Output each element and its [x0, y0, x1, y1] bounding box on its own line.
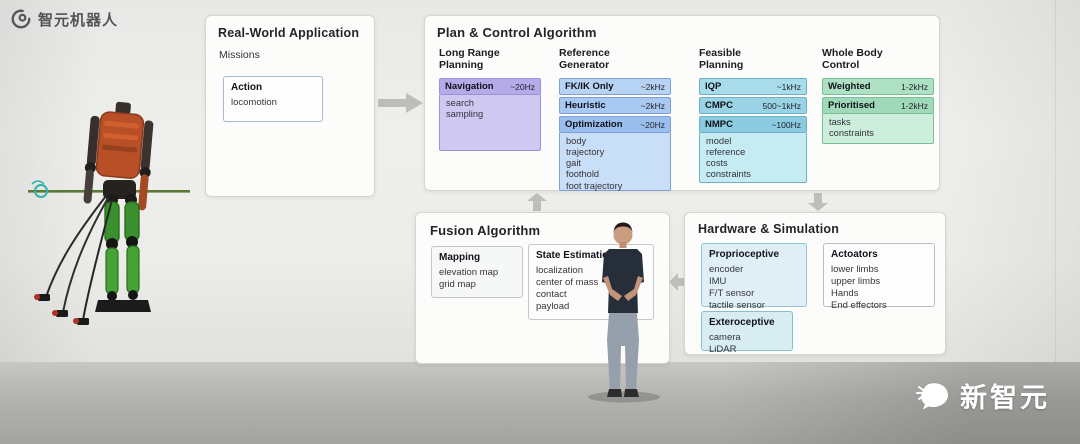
- block-heuristic: Heuristic ~2kHz: [559, 97, 671, 114]
- list-item: upper limbs: [831, 275, 881, 287]
- block-name: Navigation: [445, 81, 494, 92]
- arrow-plan-to-hardware: [808, 193, 828, 211]
- list-item: lower limbs: [831, 263, 879, 275]
- nmpc-items: model reference costs constraints: [699, 133, 807, 183]
- list-item: foot trajectory: [566, 180, 623, 191]
- stage-floor: [0, 362, 1080, 444]
- action-box: Action locomotion: [223, 76, 323, 122]
- arrow-hardware-to-fusion: [669, 273, 685, 291]
- list-item: Hands: [831, 288, 859, 300]
- block-rate: 1-2kHz: [901, 100, 928, 111]
- arrow-fusion-to-plan: [527, 193, 547, 211]
- list-item: End effectors: [831, 300, 887, 312]
- block-prioritised: Prioritised 1-2kHz: [822, 97, 934, 114]
- block-nmpc: NMPC ~100Hz: [699, 116, 807, 133]
- plan-control-title: Plan & Control Algorithm: [437, 25, 597, 40]
- block-weighted: Weighted 1-2kHz: [822, 78, 934, 95]
- robot-figure: [28, 101, 190, 325]
- missions-label: Missions: [219, 49, 260, 61]
- real-world-application-box: Real-World Application Missions Action l…: [205, 15, 375, 197]
- watermark: 新智元: [916, 376, 1050, 415]
- exteroceptive-name: Exteroceptive: [709, 317, 775, 328]
- block-navigation: Navigation ~20Hz: [439, 78, 541, 95]
- block-name: FK/IK Only: [565, 81, 614, 92]
- brand-logo-icon: [11, 9, 31, 29]
- list-item: locomotion: [231, 96, 277, 108]
- block-optimization: Optimization ~20Hz: [559, 116, 671, 133]
- prioritised-items: tasks constraints: [822, 114, 934, 144]
- list-item: contact: [536, 289, 567, 301]
- list-item: LiDAR: [709, 343, 737, 355]
- block-rate: 500~1kHz: [762, 100, 801, 111]
- watermark-text: 新智元: [960, 383, 1050, 413]
- list-item: tactile sensor: [709, 300, 765, 312]
- list-item: costs: [706, 158, 728, 169]
- heading-feasible-planning: Feasible Planning: [699, 47, 744, 72]
- brand-logo: 智元机器人: [10, 8, 118, 30]
- block-name: Weighted: [828, 81, 871, 92]
- list-item: grid map: [439, 278, 476, 290]
- proprioceptive-name: Proprioceptive: [709, 249, 780, 260]
- block-rate: ~20Hz: [640, 119, 665, 130]
- block-rate: ~2kHz: [640, 81, 665, 92]
- actuators-name: Actoators: [831, 249, 878, 260]
- brand-logo-text: 智元机器人: [38, 11, 119, 29]
- block-rate: ~1kHz: [776, 81, 801, 92]
- block-name: IQP: [705, 81, 722, 92]
- heading-long-range-planning: Long Range Planning: [439, 47, 500, 72]
- block-name: CMPC: [705, 100, 733, 111]
- heading-whole-body-control: Whole Body Control: [822, 47, 883, 72]
- block-name: Prioritised: [828, 100, 875, 111]
- actuators-box: Actoators lower limbs upper limbs Hands …: [823, 243, 935, 311]
- block-iqp: IQP ~1kHz: [699, 78, 807, 95]
- list-item: camera: [709, 331, 741, 343]
- list-item: localization: [536, 264, 583, 276]
- list-item: reference: [706, 147, 746, 158]
- list-item: sampling: [446, 109, 484, 120]
- list-item: tasks: [829, 117, 851, 127]
- state-estimation-name: State Estimation: [536, 250, 615, 261]
- list-item: model: [706, 136, 732, 146]
- list-item: gait: [566, 158, 581, 169]
- list-item: center of mass: [536, 276, 599, 288]
- list-item: F/T sensor: [709, 288, 755, 300]
- block-rate: ~100Hz: [771, 119, 801, 130]
- mapping-box: Mapping elevation map grid map: [431, 246, 523, 298]
- block-fkik: FK/IK Only ~2kHz: [559, 78, 671, 95]
- hardware-box: Hardware & Simulation Proprioceptive enc…: [684, 212, 946, 355]
- list-item: body: [566, 136, 587, 146]
- real-world-title: Real-World Application: [218, 26, 360, 40]
- list-item: payload: [536, 301, 570, 313]
- wechat-icon: [916, 382, 948, 409]
- block-cmpc: CMPC 500~1kHz: [699, 97, 807, 114]
- block-name: Heuristic: [565, 100, 606, 111]
- list-item: constraints: [706, 169, 751, 180]
- list-item: encoder: [709, 263, 744, 275]
- block-name: NMPC: [705, 119, 733, 130]
- optimization-items: body trajectory gait foothold foot traje…: [559, 133, 671, 191]
- block-rate: ~2kHz: [640, 100, 665, 111]
- list-item: foothold: [566, 169, 600, 180]
- block-rate: 1-2kHz: [901, 81, 928, 92]
- arrow-app-to-plan: [378, 93, 423, 113]
- heading-reference-generator: Reference Generator: [559, 47, 610, 72]
- list-item: elevation map: [439, 266, 499, 278]
- mapping-name: Mapping: [439, 252, 481, 263]
- hardware-title: Hardware & Simulation: [698, 222, 840, 236]
- list-item: constraints: [829, 128, 874, 139]
- wall-seam: [1055, 0, 1056, 362]
- fusion-title: Fusion Algorithm: [430, 223, 541, 238]
- list-item: IMU: [709, 275, 727, 287]
- action-name: Action: [231, 82, 263, 93]
- proprioceptive-box: Proprioceptive encoder IMU F/T sensor ta…: [701, 243, 807, 311]
- block-name: Optimization: [565, 119, 623, 130]
- exteroceptive-box: Exteroceptive camera LiDAR: [701, 311, 793, 355]
- presenter-figure: [588, 222, 660, 403]
- navigation-items: search sampling: [439, 95, 541, 151]
- block-rate: ~20Hz: [510, 81, 535, 92]
- list-item: trajectory: [566, 147, 605, 158]
- list-item: search: [446, 98, 474, 108]
- stage-floor-shadow: [720, 362, 1080, 444]
- plan-control-box: Plan & Control Algorithm Long Range Plan…: [424, 15, 940, 191]
